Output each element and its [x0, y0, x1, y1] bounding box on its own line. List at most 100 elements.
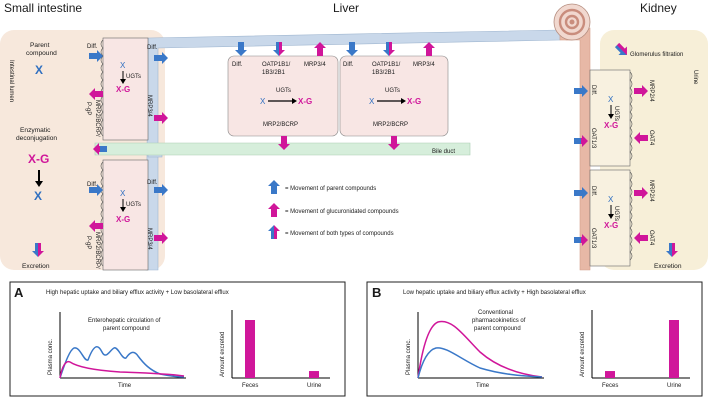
intestine-pgp-lower: P-gP: [85, 236, 91, 249]
panel-a-bar-ylabel: Amount excreted: [220, 332, 226, 377]
glomerulus: [553, 3, 591, 41]
kidney-oat4-lower: OAT4: [648, 230, 654, 246]
intestine-ugts-upper: UGTs: [126, 74, 141, 80]
bile-duct-label: Bile duct: [432, 149, 455, 155]
panel-a: A High hepatic uptake and biliary efflux…: [9, 281, 346, 397]
panel-a-annotation-1: Enterohepatic circulation of: [88, 318, 161, 324]
intestine-cell-x-lower: X: [120, 189, 126, 198]
panel-b-letter: B: [372, 285, 381, 300]
legend-glucuronidated-label: = Movement of glucuronidated compounds: [285, 209, 399, 215]
panel-b-cat-feces: Feces: [602, 383, 618, 389]
panel-b: B Low hepatic uptake and biliary efflux …: [366, 281, 703, 397]
intestine-cell-lower: [102, 159, 149, 271]
panel-b-bar-urine: [669, 320, 679, 378]
kidney-diff-upper: Diff.: [590, 85, 596, 96]
kidney-oat13-upper: OAT1/3: [590, 128, 596, 149]
liver-mrp34-right: MRP3/4: [413, 62, 435, 68]
header-kidney: Kidney: [640, 1, 677, 15]
header-small-intestine: Small intestine: [4, 1, 82, 15]
liver-ugts-right: UGTs: [385, 88, 400, 94]
panel-b-annotation-2: pharmacokinetics of: [472, 318, 526, 324]
panel-a-bar-urine: [309, 371, 319, 378]
intestine-cell-xg-upper: X-G: [116, 85, 130, 94]
parent-compound-label-1: Parent: [30, 42, 50, 49]
liver-xg-left: X-G: [298, 97, 312, 106]
liver-x-right: X: [369, 97, 375, 106]
lumen-x: X: [35, 63, 43, 77]
intestine-diff-out-label-lower: Diff.: [147, 180, 158, 186]
intestine-cell-x-upper: X: [120, 61, 126, 70]
liver-ugts-left: UGTs: [276, 88, 291, 94]
kidney-x-upper: X: [608, 95, 614, 104]
kidney-oat4-upper: OAT4: [648, 130, 654, 146]
intestine-diff-out-label-upper: Diff.: [147, 45, 158, 51]
panel-a-parent-curve: [59, 346, 185, 379]
panel-a-cat-urine: Urine: [307, 383, 322, 389]
panel-a-annotation-2: parent compound: [103, 326, 150, 332]
panel-a-glucuronide-curve: [59, 360, 185, 379]
panel-a-title: High hepatic uptake and biliary efflux a…: [46, 290, 229, 296]
panel-a-bars: [245, 320, 319, 378]
intestinal-lumen-label: Intestinal lumen: [8, 60, 14, 102]
intestine-diff-label-lower: Diff.: [87, 182, 98, 188]
liver-mrp2-left: MRP2/BCRP: [263, 122, 298, 128]
deconjugation-label-1: Enzymatic: [20, 127, 51, 134]
kidney-xg-upper: X-G: [604, 121, 618, 130]
kidney-ugts-upper: UGTs: [613, 106, 619, 121]
liver-oatp-left-2: 1B3/2B1: [262, 70, 286, 76]
kidney-excretion-label: Excretion: [654, 263, 682, 270]
liver-mrp2-right: MRP2/BCRP: [373, 122, 408, 128]
kidney-mrp24-lower: MRP2/4: [648, 180, 654, 202]
intestine-excretion-label: Excretion: [22, 263, 50, 270]
liver-xg-right: X-G: [407, 97, 421, 106]
deconjugation-arrow: [35, 170, 43, 187]
kidney-cell-upper: [589, 69, 631, 167]
lumen-xg: X-G: [28, 152, 49, 166]
kidney-ugt-head-upper: [608, 114, 614, 119]
intestine-mrp34-lower: MRP3/4: [146, 228, 152, 250]
kidney-diff-lower: Diff.: [590, 186, 596, 197]
glomerulus-filtration-label: Glomerulus filtration: [630, 52, 683, 58]
liver-x-left: X: [260, 97, 266, 106]
header-liver: Liver: [333, 1, 359, 15]
kidney-ugts-lower: UGTs: [613, 206, 619, 221]
panel-a-cat-feces: Feces: [242, 383, 258, 389]
legend-parent-arrow: [268, 180, 280, 194]
liver-oatp-arrow-right: [383, 42, 395, 56]
panel-b-bar-ylabel: Amount excreted: [580, 332, 586, 377]
intestine-pgp-upper: P-gP: [85, 102, 91, 115]
liver-ugt-head-left: [292, 98, 297, 104]
intestine-mrp34-upper: MRP3/4: [146, 95, 152, 117]
panel-a-letter: A: [14, 285, 24, 300]
intestine-diff-label-upper: Diff.: [87, 44, 98, 50]
legend-both-arrow: [268, 225, 280, 239]
urine-label: Urine: [692, 70, 698, 85]
intestine-ugts-lower: UGTs: [126, 202, 141, 208]
panel-b-xlabel: Time: [476, 383, 490, 389]
kidney-x-lower: X: [608, 195, 614, 204]
panel-a-xlabel: Time: [118, 383, 132, 389]
kidney-cell-lower: [589, 169, 631, 267]
kidney-microvilli-upper: [629, 71, 633, 161]
liver-oatp-right-2: 1B3/2B1: [372, 70, 396, 76]
panel-b-ylabel: Plasma conc.: [406, 339, 412, 375]
kidney-oat13-lower: OAT1/3: [590, 228, 596, 249]
kidney-xg-lower: X-G: [604, 221, 618, 230]
panel-b-parent-curve: [417, 347, 543, 379]
kidney-vessel: [565, 27, 591, 271]
liver-ugt-head-right: [401, 98, 406, 104]
panel-b-cat-urine: Urine: [667, 383, 682, 389]
panel-b-title: Low hepatic uptake and biliary efflux ac…: [403, 290, 586, 296]
legend-parent-label: = Movement of parent compounds: [285, 186, 376, 192]
intestine-cell-upper: [102, 37, 149, 141]
panel-a-bar-feces: [245, 320, 255, 378]
liver-mrp34-left: MRP3/4: [304, 62, 326, 68]
liver-mrp34-arrow-right: [423, 42, 435, 56]
legend-both-label: = Movement of both types of compounds: [285, 231, 394, 237]
intestine-ugt-head-upper: [120, 79, 126, 84]
kidney-mrp24-upper: MRP2/4: [648, 80, 654, 102]
intestine-mrp2-upper: MRP2/BCRP/: [94, 100, 100, 137]
parent-compound-label-2: compound: [26, 50, 57, 57]
panel-b-glucuronide-curve: [417, 320, 543, 379]
